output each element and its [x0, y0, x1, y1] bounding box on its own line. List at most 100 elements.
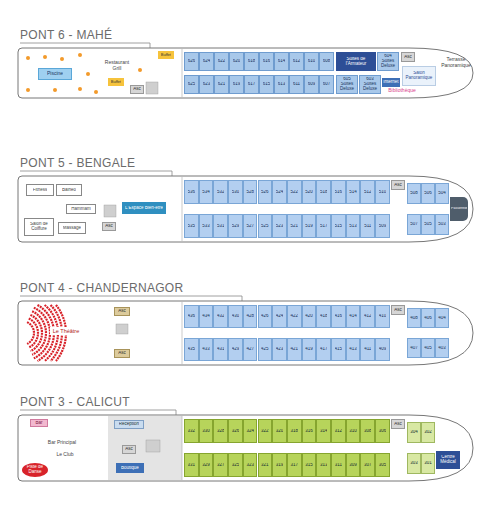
room-box: L'Espace Bien-être	[122, 202, 166, 214]
deck-chair	[53, 88, 57, 92]
room-box: Internet	[382, 78, 400, 87]
title-rule	[20, 410, 176, 415]
cabin-box: 513	[346, 214, 361, 238]
cabin-box: 319	[272, 453, 287, 477]
cabin-number: 626	[188, 59, 196, 64]
cabin-number: 508	[410, 191, 418, 196]
cabin-box: 529	[228, 214, 243, 238]
cabin-box: 509	[375, 214, 390, 238]
cabin-number: 308	[364, 429, 372, 434]
cabin-number: 324	[246, 429, 254, 434]
cabin-number: 622	[218, 59, 226, 64]
cabin-box: 420	[302, 305, 317, 328]
cabin-box: 508	[407, 183, 421, 204]
cabin-box: 427	[243, 338, 258, 361]
cabin-box: 624	[199, 52, 214, 71]
cabin-box: 301	[421, 453, 435, 474]
area-label: Restaurant Grill	[100, 60, 134, 71]
cabin-number: 409	[379, 347, 387, 352]
cabin-box: 621	[214, 75, 229, 94]
theatre-seats	[30, 315, 42, 351]
cabin-number: 411	[364, 347, 371, 352]
room-label: Asc	[105, 224, 113, 229]
cabin-number: 507	[410, 222, 418, 227]
cabin-number: 430	[232, 314, 240, 319]
deck-chair	[78, 87, 82, 91]
cabin-number: 325	[232, 463, 240, 468]
room-box: Boutique	[116, 463, 144, 473]
cabin-box: 424	[272, 305, 287, 328]
cabin-number: 433	[202, 347, 210, 352]
cabin-number: 301	[424, 461, 432, 466]
cabin-number: 406	[424, 316, 432, 321]
cabin-box: 512	[360, 180, 375, 204]
stairs	[146, 440, 160, 452]
room-box: Asc	[102, 222, 116, 231]
cabin-box: 415	[331, 338, 346, 361]
cabin-number: 412	[364, 314, 372, 319]
cabin-number: 528	[246, 190, 254, 195]
cabin-box: 523	[272, 214, 287, 238]
cabin-box: 619	[229, 75, 244, 94]
room-box: Piste de Danse	[22, 463, 48, 477]
cabin-number: 425	[261, 347, 269, 352]
cabin-number: 517	[320, 224, 328, 229]
cabin-number: 520	[305, 190, 313, 195]
hull-line	[18, 301, 473, 365]
cabin-number: 505	[424, 222, 432, 227]
cabin-number: 327	[217, 463, 225, 468]
cabin-box: 434	[199, 305, 214, 328]
cabin-box: 404	[435, 308, 449, 328]
cabin-number: 530	[232, 190, 240, 195]
cabin-number: 408	[410, 316, 418, 321]
cabin-box: 303	[407, 453, 421, 474]
cabin-box: 426	[258, 305, 273, 328]
cabin-box: 603Suites Deluxe	[359, 75, 381, 94]
cabin-number: 317	[290, 463, 298, 468]
room-box: Asc	[122, 445, 136, 454]
room-box: Asc	[401, 52, 415, 62]
hull-line	[18, 415, 473, 481]
cabin-box: 516	[331, 180, 346, 204]
cabin-number: 313	[320, 463, 328, 468]
cabin-number: 521	[290, 224, 298, 229]
cabin-number: 526	[261, 190, 269, 195]
cabin-number: 535	[188, 224, 196, 229]
cabin-box: 322	[258, 419, 273, 443]
cabin-box: 311	[331, 453, 346, 477]
room-box: Buffet	[158, 51, 174, 59]
cabin-number: 524	[276, 190, 284, 195]
cabin-number: 420	[305, 314, 313, 319]
cabin-number: 536	[188, 190, 196, 195]
area-label: Bar Principal	[40, 440, 84, 446]
cabin-box: 306	[375, 419, 390, 443]
cabin-number: 331	[188, 463, 196, 468]
cabin-box: 327	[213, 453, 228, 477]
room-label: Balnéo	[62, 188, 76, 193]
cabin-number: 310	[349, 429, 357, 434]
cabin-number: 321	[261, 463, 269, 468]
room-label: Buffet	[161, 53, 171, 57]
cabin-box: 521	[287, 214, 302, 238]
cabin-number: 609	[308, 82, 316, 87]
bulkhead	[182, 177, 183, 241]
room-box: Bar	[30, 419, 48, 427]
room-box: Asc	[391, 419, 405, 429]
cabin-box: 429	[228, 338, 243, 361]
cabin-box: 405	[421, 338, 435, 358]
room-box: Asc	[391, 305, 405, 315]
cabin-box: 403	[435, 338, 449, 358]
cabin-box: 507	[407, 214, 421, 235]
cabin-box: 503	[435, 214, 449, 235]
cabin-box: 323	[243, 453, 258, 477]
cabin-number: 522	[290, 190, 298, 195]
cabin-number: 421	[290, 347, 298, 352]
cabin-box: 411	[360, 338, 375, 361]
room-box: Salon Panoramique	[402, 66, 436, 86]
cabin-number: 417	[320, 347, 328, 352]
cabin-box: 511	[360, 214, 375, 238]
cabin-number: 511	[364, 224, 371, 229]
deck-chair	[60, 57, 64, 61]
deck-chair	[138, 68, 142, 72]
cabin-box: 332	[184, 419, 199, 443]
